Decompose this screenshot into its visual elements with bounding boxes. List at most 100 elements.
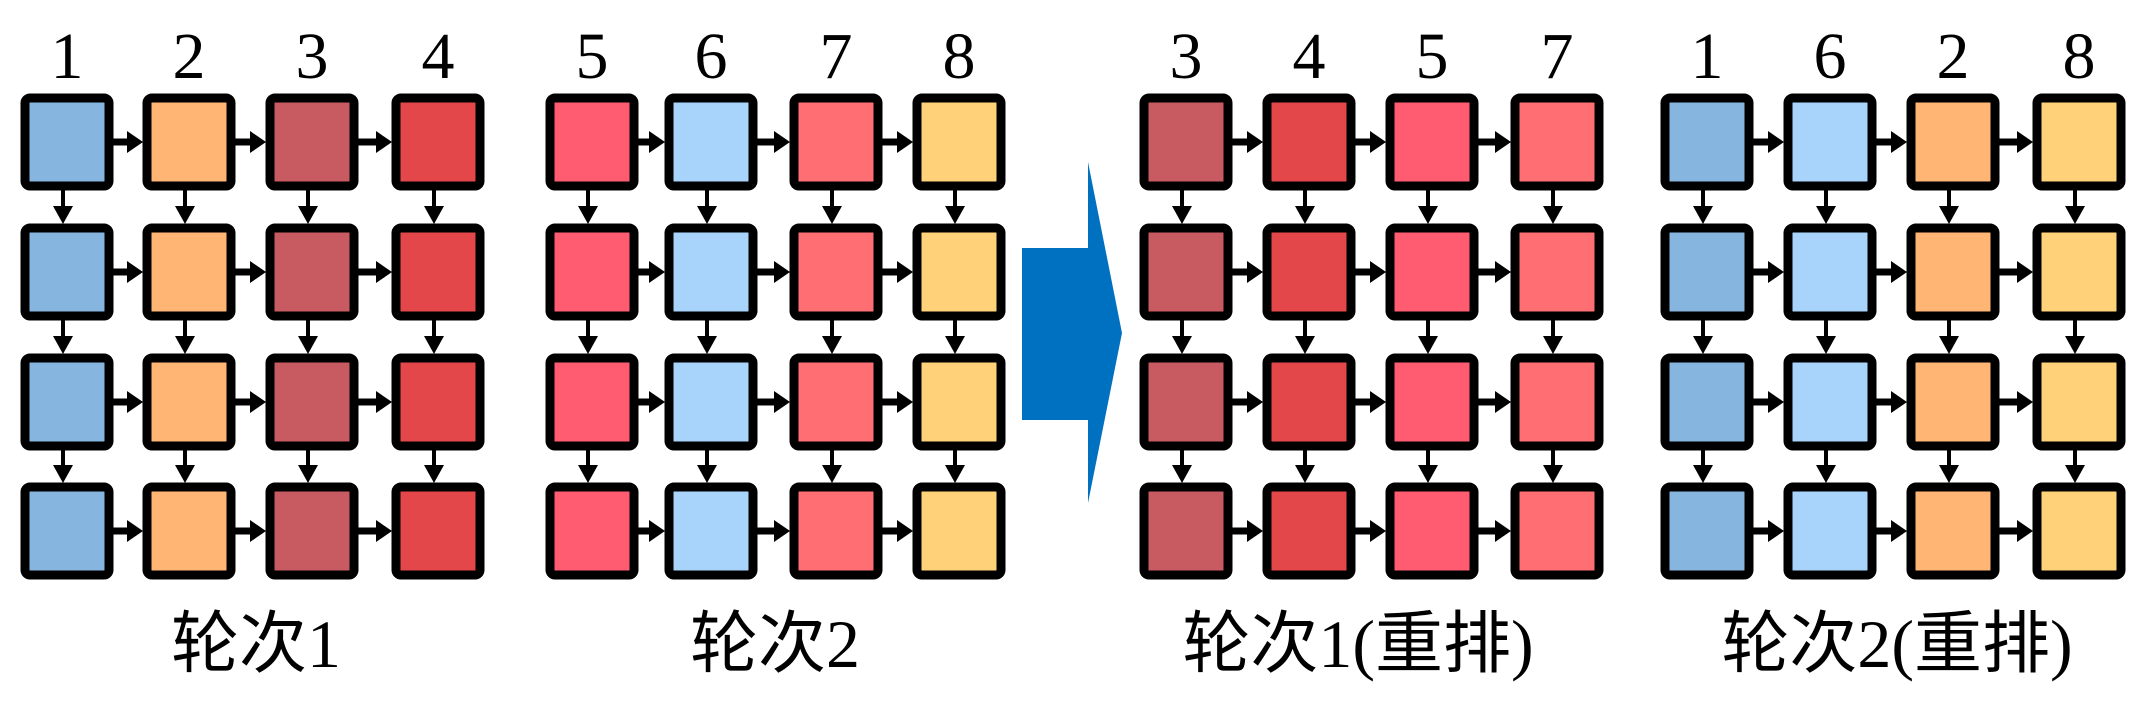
column-label: 6 — [1813, 20, 1847, 93]
arrow-down-head — [424, 336, 444, 354]
arrow-right-head — [127, 520, 143, 542]
column-label: 2 — [1936, 20, 1970, 93]
arrow-down-head — [945, 206, 965, 224]
arrow-right-head — [897, 391, 913, 413]
arrow-down-head — [945, 465, 965, 483]
arrow-right-head — [1370, 131, 1386, 153]
task-block — [20, 482, 114, 580]
arrow-right-head — [1495, 520, 1511, 542]
arrow-down-head — [697, 206, 717, 224]
column-label: 4 — [1292, 20, 1326, 93]
task-block — [2032, 353, 2126, 451]
arrow-right-head — [250, 131, 266, 153]
arrow-down-head — [822, 465, 842, 483]
column-label: 4 — [421, 20, 455, 93]
arrow-right-head — [1370, 261, 1386, 283]
arrow-down-head — [175, 336, 195, 354]
arrow-right-head — [774, 261, 790, 283]
arrow-right-head — [250, 391, 266, 413]
arrow-right-head — [127, 131, 143, 153]
task-block — [1385, 223, 1479, 321]
task-block — [664, 353, 758, 451]
task-block — [1906, 93, 2000, 191]
task-block — [391, 223, 485, 321]
task-block — [2032, 93, 2126, 191]
column-label: 3 — [295, 20, 329, 93]
task-block — [142, 93, 236, 191]
arrow-right-head — [649, 261, 665, 283]
arrow-down-head — [1295, 206, 1315, 224]
arrow-down-head — [1295, 336, 1315, 354]
task-block — [545, 353, 639, 451]
arrow-right-head — [2017, 261, 2033, 283]
task-block — [1139, 482, 1233, 580]
arrow-down-head — [578, 206, 598, 224]
arrow-down-head — [1295, 465, 1315, 483]
task-block — [2032, 482, 2126, 580]
arrow-right-head — [1247, 391, 1263, 413]
task-block — [1262, 93, 1356, 191]
task-block — [265, 482, 359, 580]
task-block — [142, 482, 236, 580]
arrow-right-head — [1247, 520, 1263, 542]
task-block — [1660, 223, 1754, 321]
arrow-down-head — [1418, 465, 1438, 483]
arrow-down-head — [175, 465, 195, 483]
arrow-down-head — [822, 336, 842, 354]
task-block — [391, 482, 485, 580]
task-block — [2032, 223, 2126, 321]
transition-arrow-icon — [1022, 162, 1122, 503]
task-block — [1385, 93, 1479, 191]
arrow-down-head — [1418, 336, 1438, 354]
arrow-down-head — [53, 465, 73, 483]
task-block — [1783, 93, 1877, 191]
arrow-right-head — [1768, 520, 1784, 542]
arrow-right-head — [897, 131, 913, 153]
arrow-right-head — [1495, 261, 1511, 283]
arrow-down-head — [1816, 206, 1836, 224]
arrow-right-head — [1247, 261, 1263, 283]
arrow-right-head — [649, 131, 665, 153]
arrow-down-head — [697, 336, 717, 354]
arrow-down-head — [1543, 465, 1563, 483]
column-label: 8 — [2062, 20, 2096, 93]
arrow-right-head — [1891, 261, 1907, 283]
task-block — [664, 93, 758, 191]
grid-caption-round1-reordered: 轮次1(重排) — [1182, 606, 1534, 682]
arrow-down-head — [1816, 465, 1836, 483]
arrow-down-head — [53, 206, 73, 224]
task-block — [1139, 93, 1233, 191]
task-block — [1660, 93, 1754, 191]
arrow-down-head — [1693, 336, 1713, 354]
arrow-down-head — [424, 465, 444, 483]
task-block — [789, 353, 883, 451]
arrow-down-head — [1543, 206, 1563, 224]
column-label: 1 — [1690, 20, 1724, 93]
arrow-right-head — [649, 520, 665, 542]
task-block — [1262, 482, 1356, 580]
task-block — [1385, 353, 1479, 451]
task-block — [1139, 353, 1233, 451]
task-block — [391, 93, 485, 191]
arrow-right-head — [2017, 520, 2033, 542]
grid-caption-round2: 轮次2 — [689, 606, 861, 682]
column-label: 5 — [575, 20, 609, 93]
arrow-down-head — [1693, 465, 1713, 483]
arrow-down-head — [1172, 465, 1192, 483]
task-block — [1510, 223, 1604, 321]
task-block — [545, 93, 639, 191]
arrow-right-head — [250, 520, 266, 542]
task-block — [1385, 482, 1479, 580]
arrow-down-head — [175, 206, 195, 224]
task-block — [142, 223, 236, 321]
arrow-right-head — [649, 391, 665, 413]
arrow-down-head — [1939, 206, 1959, 224]
task-block — [20, 353, 114, 451]
task-block — [545, 482, 639, 580]
arrow-right-head — [1891, 391, 1907, 413]
arrow-right-head — [897, 520, 913, 542]
arrow-down-head — [298, 465, 318, 483]
task-block — [265, 353, 359, 451]
column-label: 8 — [942, 20, 976, 93]
